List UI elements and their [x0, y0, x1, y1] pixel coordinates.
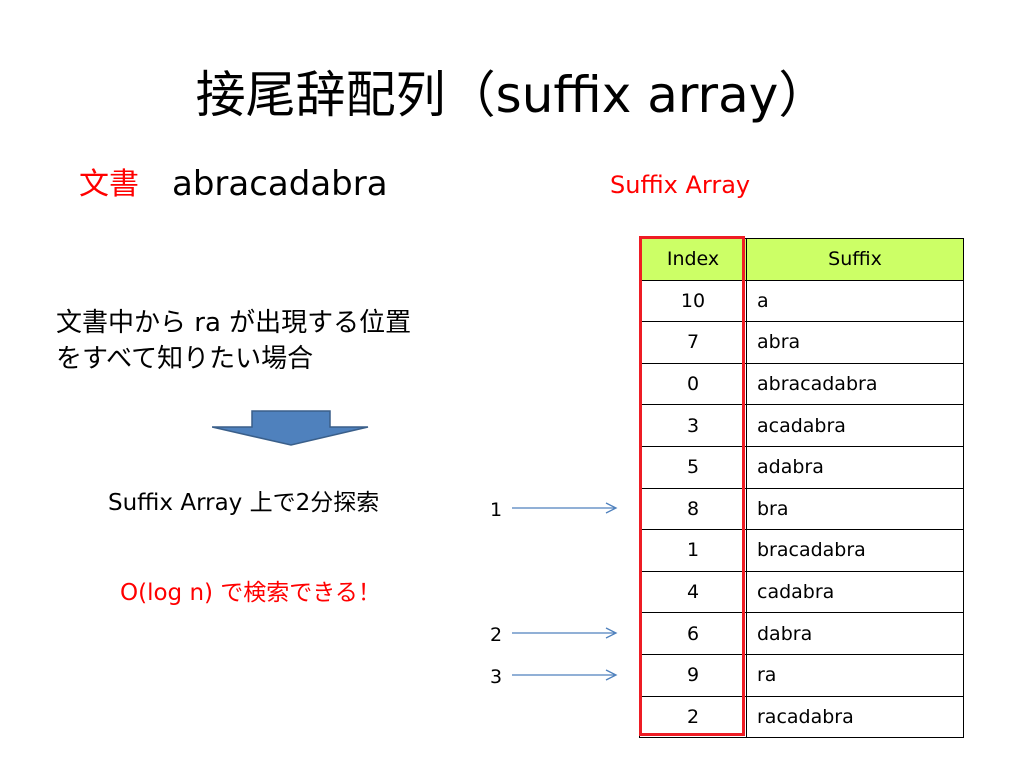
- question-line-1: 文書中から ra が出現する位置: [56, 308, 412, 338]
- cell-suffix: dabra: [746, 612, 964, 655]
- cell-index: 10: [639, 279, 747, 323]
- cell-index: 9: [639, 653, 747, 697]
- cell-index: 0: [639, 362, 747, 406]
- cell-suffix: bra: [746, 487, 964, 531]
- complexity-text: O(log n) で検索できる！: [120, 580, 381, 606]
- cell-suffix: cadabra: [746, 570, 964, 614]
- question-text: 文書中から ra が出現する位置 をすべて知りたい場合: [56, 305, 411, 377]
- cell-suffix: racadabra: [746, 695, 964, 739]
- cell-suffix: a: [746, 279, 964, 323]
- header-index: Index: [639, 238, 747, 281]
- document-label: 文書: [79, 167, 139, 202]
- question-line-2: をすべて知りたい場合: [56, 344, 314, 374]
- binary-search-text: Suffix Array 上で2分探索: [108, 490, 380, 516]
- header-suffix: Suffix: [746, 238, 964, 281]
- cell-index: 8: [639, 487, 747, 531]
- cell-index: 5: [639, 445, 747, 489]
- cell-index: 1: [639, 529, 747, 572]
- table-header-row: Index Suffix: [639, 238, 964, 281]
- pointer-label-2: 2: [490, 624, 503, 647]
- cell-index: 4: [639, 570, 747, 614]
- document-text: abracadabra: [172, 164, 388, 204]
- down-arrow-icon: [212, 410, 369, 446]
- cell-suffix: ra: [746, 653, 964, 697]
- pointer-arrow-icon: [512, 627, 618, 639]
- pointer-label-3: 3: [490, 665, 503, 688]
- pointer-arrow-icon: [512, 502, 618, 514]
- pointer-label-1: 1: [490, 499, 503, 522]
- slide-title: 接尾辞配列（suffix array）: [195, 66, 829, 124]
- cell-suffix: abracadabra: [746, 362, 964, 406]
- pointer-arrow-icon: [512, 669, 618, 681]
- cell-index: 7: [639, 321, 747, 364]
- index-column-highlight: [639, 236, 745, 736]
- cell-suffix: bracadabra: [746, 529, 964, 572]
- cell-suffix: abra: [746, 321, 964, 364]
- cell-suffix: acadabra: [746, 404, 964, 447]
- cell-suffix: adabra: [746, 445, 964, 489]
- suffix-array-label: Suffix Array: [610, 171, 751, 199]
